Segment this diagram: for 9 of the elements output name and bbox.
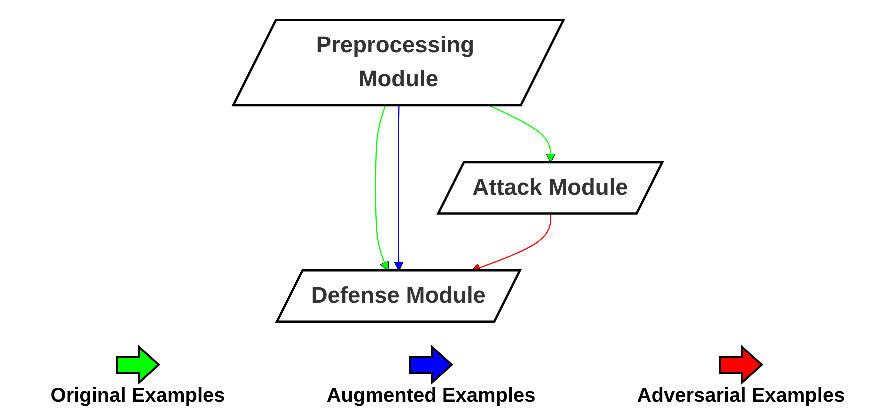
legend-label: Augmented Examples: [326, 385, 536, 408]
arrow: [490, 105, 556, 163]
module-parallelogram: Attack Module: [436, 160, 664, 214]
arrow: [394, 106, 404, 271]
module-parallelogram: Preprocessing Module: [232, 18, 566, 106]
legend-label: Original Examples: [50, 385, 226, 408]
arrow: [375, 105, 390, 271]
legend-label: Adversarial Examples: [637, 385, 846, 408]
module-parallelogram: Defense Module: [275, 269, 522, 323]
